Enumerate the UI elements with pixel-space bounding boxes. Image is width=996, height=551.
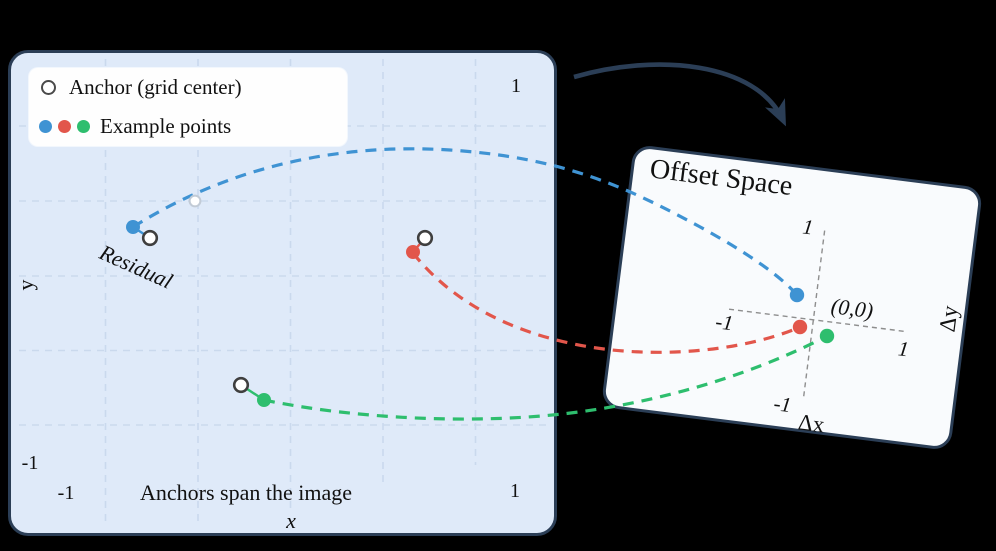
offset-x-axis [728, 308, 907, 333]
offset-tick-left: -1 [714, 309, 735, 336]
image-space-panel: Anchor (grid center) Example points Resi… [8, 50, 557, 536]
tick-x-max: 1 [510, 480, 520, 502]
offset-tick-bottom: -1 [772, 391, 793, 418]
legend-anchor-label: Anchor (grid center) [69, 75, 242, 99]
delta-x-label: Δx [796, 409, 826, 438]
offset-axes [728, 230, 907, 400]
legend-points-label: Example points [100, 114, 232, 138]
offset-space-panel: Offset Space 1 -1 1 -1 (0,0) Δx Δy [600, 143, 984, 452]
delta-y-label: Δy [934, 304, 963, 334]
panel-transform-arrow [573, 62, 786, 127]
offset-y-axis [802, 230, 826, 400]
tick-y-min: -1 [21, 452, 39, 474]
y-axis-label: y [13, 279, 38, 291]
origin-label: (0,0) [829, 293, 875, 324]
tick-x-min: -1 [57, 482, 75, 504]
caption: Anchors span the image [140, 480, 352, 505]
red-dot-icon [58, 120, 71, 133]
anchor-marker-icon [41, 80, 56, 95]
legend-row-anchor: Anchor (grid center) [29, 68, 347, 107]
tick-y-max: 1 [511, 75, 521, 97]
legend: Anchor (grid center) Example points [29, 68, 347, 146]
x-axis-label: x [286, 508, 296, 533]
blue-dot-icon [39, 120, 52, 133]
green-dot-icon [77, 120, 90, 133]
legend-row-points: Example points [29, 107, 347, 146]
